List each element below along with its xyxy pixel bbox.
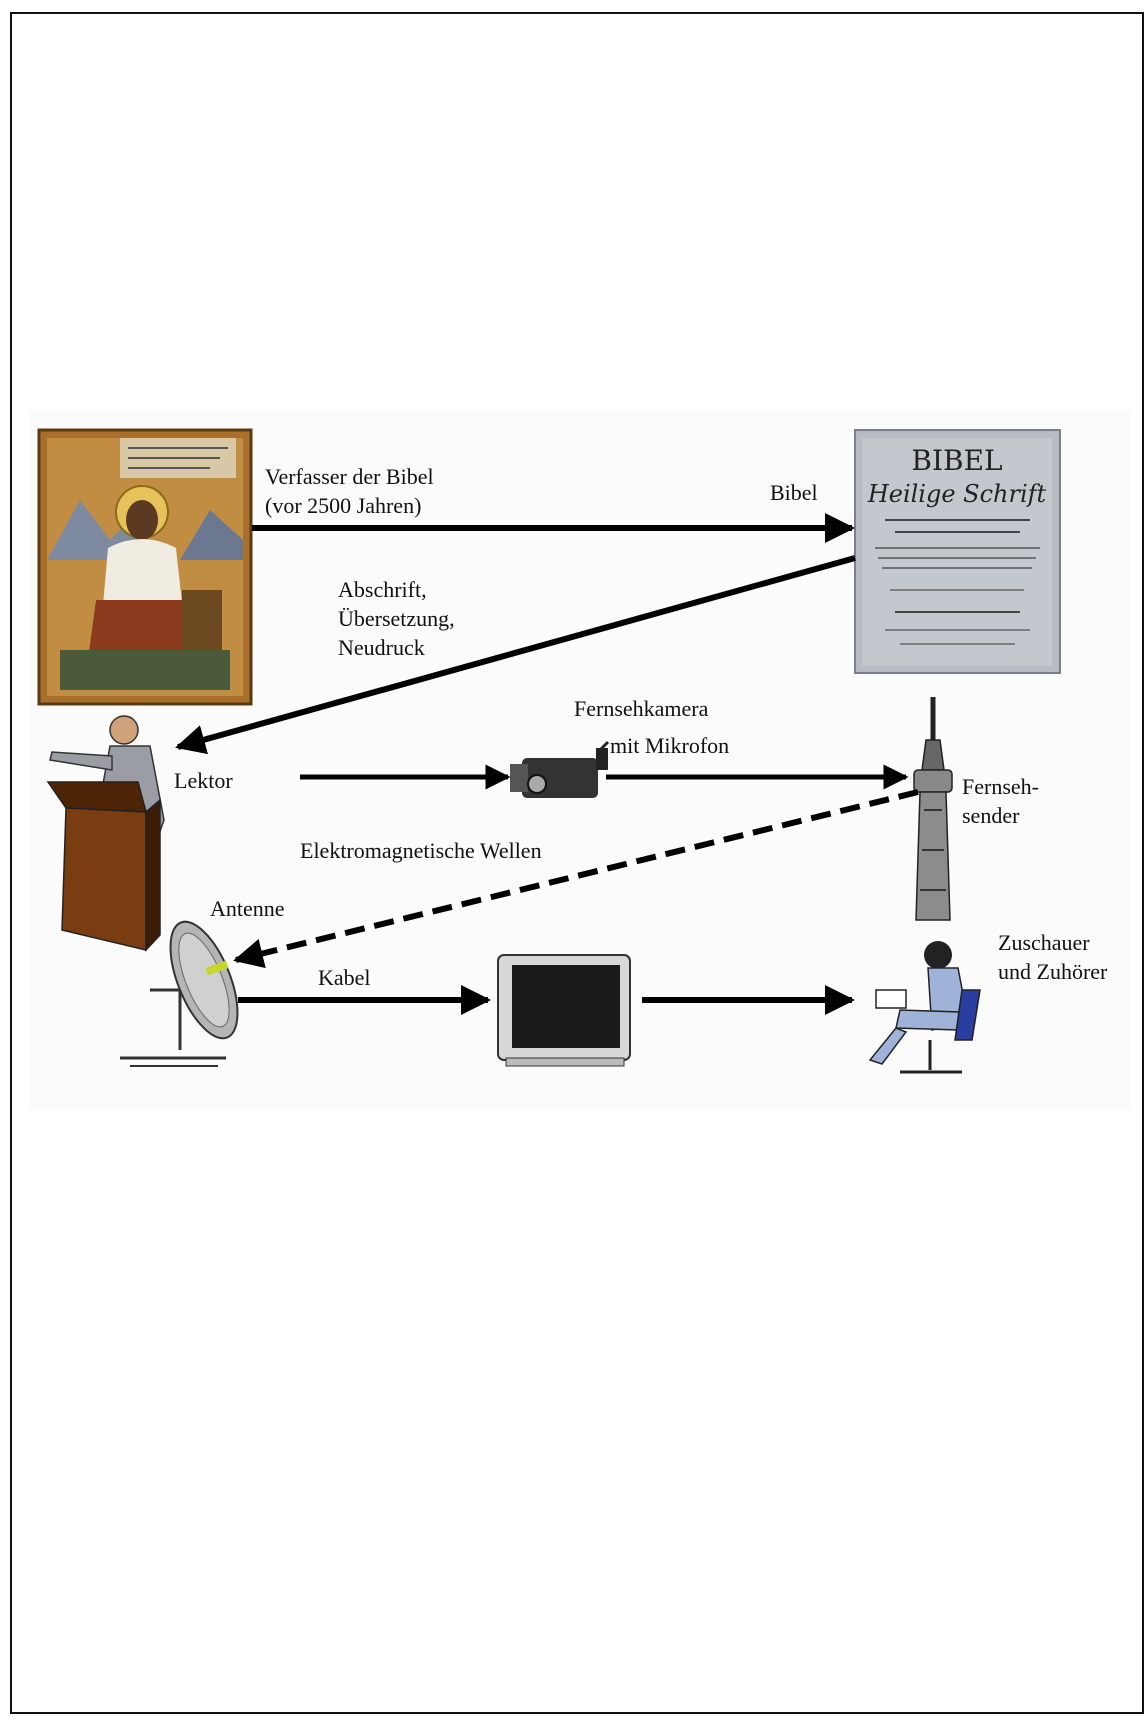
label-audience: Zuschauer und Zuhörer (998, 930, 1108, 985)
tv-tower-icon (913, 697, 953, 921)
arrow-waves-tower-to-antenna (233, 789, 919, 969)
television-icon (497, 954, 631, 1067)
camera-icon (510, 740, 610, 798)
lector-figure (46, 715, 165, 952)
bible-cover-title: BIBEL (911, 444, 1002, 477)
viewer-figure (868, 941, 981, 1074)
label-microphone: mit Mikrofon (610, 733, 730, 758)
label-camera: Fernsehkamera (574, 696, 709, 721)
label-antenna: Antenne (210, 896, 285, 921)
label-author: Verfasser der Bibel (vor 2500 Jahren) (265, 464, 434, 519)
label-electromagnetic-waves: Elektromagnetische Wellen (300, 838, 542, 863)
arrow-bible-to-lector (175, 555, 856, 755)
bible-book-cover: BIBEL Heilige Schrift (854, 429, 1061, 674)
evangelist-painting (37, 428, 253, 706)
label-copy-translation-reprint: Abschrift, Übersetzung, Neudruck (338, 577, 455, 661)
bible-cover-subtitle: Heilige Schrift (867, 480, 1047, 508)
label-tv-transmitter: Fernseh- sender (962, 774, 1039, 829)
satellite-dish-icon (120, 920, 239, 1067)
label-lector: Lektor (174, 768, 233, 793)
label-bible: Bibel (770, 480, 818, 505)
label-cable: Kabel (318, 965, 371, 990)
